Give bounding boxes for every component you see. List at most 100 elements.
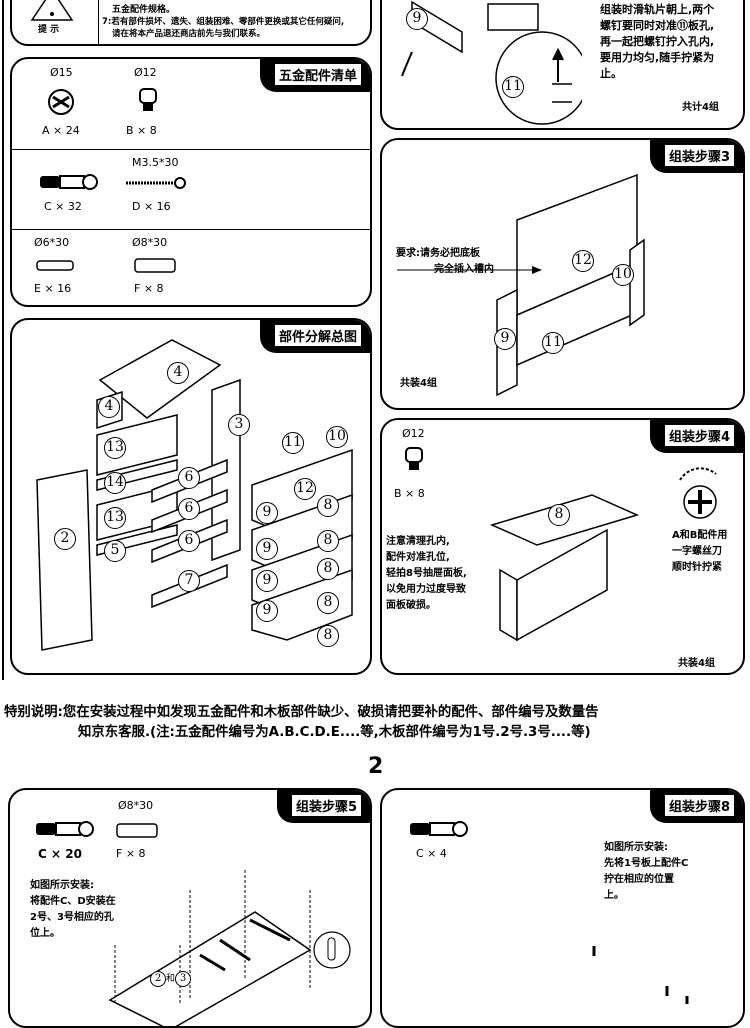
step4-title-tab: 组装步骤4 [649, 420, 743, 453]
step4-tip-1: A和B配件用 [672, 530, 728, 541]
step8-note-3: 拧在相应的位置 [604, 874, 674, 885]
step8-box: 组装步骤8 C × 4 如图所示安装: 先将1号板上配件C 拧在相应的位置 上。 [380, 788, 745, 1028]
step5-note-4: 位上。 [30, 928, 60, 939]
spec-e: Ø6*30 [34, 236, 70, 249]
dowel-e-icon [36, 260, 74, 271]
part-13b: 13 [104, 507, 126, 529]
part-7: 7 [178, 570, 200, 592]
hardware-title: 五金配件清单 [273, 63, 362, 86]
dowel-f-icon [116, 823, 158, 838]
part-11: 11 [502, 76, 524, 98]
dowel-f-icon [134, 258, 176, 273]
spec-f: Ø8*30 [132, 236, 168, 249]
exploded-title: 部件分解总图 [273, 324, 362, 347]
screwdriver-rotate-icon [679, 467, 717, 519]
part-4b: 4 [98, 396, 120, 418]
step3-total: 共装4组 [400, 378, 437, 389]
hardware-list-box: 五金配件清单 Ø15 A × 24 Ø12 B × 8 M3.5*30 C × … [10, 57, 372, 307]
part-8c: 8 [317, 558, 339, 580]
cam-dowel-icon [405, 447, 423, 470]
divider [12, 229, 370, 230]
step4-note-1: 注意清理孔内, [386, 536, 450, 547]
step5-box: 组装步骤5 Ø8*30 C × 20 F × 8 如图所示安装: 将配件C、D安… [8, 788, 372, 1028]
step8-qty: C × 4 [416, 847, 447, 860]
part-10: 10 [612, 264, 634, 286]
step5-qty-f: F × 8 [116, 847, 146, 860]
step5-note-3: 2号、3号相应的孔 [30, 912, 114, 923]
part-10: 10 [326, 426, 348, 448]
spec-d: M3.5*30 [132, 156, 179, 169]
step4-title: 组装步骤4 [663, 424, 735, 447]
step3-requirement-2: 完全插入槽内 [434, 264, 494, 275]
step8-title-tab: 组装步骤8 [649, 790, 743, 823]
screw-icon [126, 177, 186, 189]
notice-line2: 7:若有部件损坏、遗失、组装困难、零部件更换或其它任何疑问, [102, 17, 345, 27]
notice-line1: 五金配件规格。 [112, 5, 176, 15]
connector-bolt-icon [410, 821, 468, 837]
part-2: 2 [54, 528, 76, 550]
step4-tip-3: 顺时针拧紧 [672, 562, 722, 573]
step8-note-1: 如图所示安装: [604, 842, 668, 853]
part-8e: 8 [317, 625, 339, 647]
spec-b: Ø12 [134, 66, 157, 79]
step3-title-tab: 组装步骤3 [649, 140, 743, 173]
step3-box: 组装步骤3 要求:请务必把底板 完全插入槽内 12 10 9 11 共装4组 [380, 138, 745, 410]
step4-note-5: 面板破损。 [386, 600, 436, 611]
cam-dowel-icon [139, 88, 157, 111]
part-8: 8 [548, 504, 570, 526]
special-note-line1: 特别说明:您在安装过程中如发现五金配件和木板部件缺少、破损请把要补的配件、部件编… [4, 705, 599, 720]
qty-a: A × 24 [42, 124, 80, 137]
part-9: 9 [256, 502, 278, 524]
notice-label: 提 示 [38, 25, 60, 35]
step4-spec: Ø12 [402, 427, 425, 440]
step8-title: 组装步骤8 [663, 794, 735, 817]
step8-note-4: 上。 [604, 890, 624, 901]
step4-box: 组装步骤4 Ø12 B × 8 8 A和B配件用 一字螺丝刀 顺时针拧紧 注意清… [380, 418, 745, 675]
step4-total: 共装4组 [678, 658, 715, 669]
notice-box: 提 示 五金配件规格。 7:若有部件损坏、遗失、组装困难、零部件更换或其它任何疑… [10, 0, 372, 46]
divider [98, 0, 99, 44]
page-number: 2 [368, 754, 384, 779]
part-6: 6 [178, 467, 200, 489]
notice-line3: 请在将本产品退还商店前先与我们联系。 [112, 29, 266, 39]
part-14: 14 [104, 472, 126, 494]
step5-note-2: 将配件C、D安装在 [30, 896, 116, 907]
spec-a: Ø15 [50, 66, 73, 79]
part-6c: 6 [178, 530, 200, 552]
step3-requirement-1: 要求:请务必把底板 [396, 248, 480, 259]
part-13: 13 [104, 437, 126, 459]
exploded-title-tab: 部件分解总图 [259, 320, 370, 353]
qty-b: B × 8 [126, 124, 157, 137]
part-9b: 9 [256, 538, 278, 560]
part-11: 11 [282, 432, 304, 454]
part-9: 9 [406, 8, 428, 30]
part-9c: 9 [256, 570, 278, 592]
part-11: 11 [542, 332, 564, 354]
step5-title: 组装步骤5 [290, 794, 362, 817]
step-top-line1: 组装时滑轨片朝上,两个 [600, 3, 715, 16]
part-12: 12 [572, 250, 594, 272]
part-8b: 8 [317, 530, 339, 552]
page-border [0, 0, 4, 680]
step5-diagram [108, 870, 351, 1026]
step4-note-2: 配件对准孔位, [386, 552, 450, 563]
step8-note-2: 先将1号板上配件C [604, 858, 689, 869]
part-3: 3 [228, 414, 250, 436]
step-slide-box: 9 11 组装时滑轨片朝上,两个 螺钉要同时对准⑪板孔, 再一起把螺钉拧入孔内,… [380, 0, 745, 130]
connector-bolt-icon [40, 174, 98, 190]
step4-note-3: 轻拍8号抽屉面板, [386, 568, 467, 579]
step4-qty: B × 8 [394, 487, 425, 500]
step5-qty-c: C × 20 [38, 847, 82, 861]
part-5: 5 [104, 540, 126, 562]
qty-c: C × 32 [44, 200, 82, 213]
warning-icon [30, 0, 74, 21]
hardware-title-tab: 五金配件清单 [259, 59, 370, 92]
cam-lock-icon [48, 89, 74, 115]
connector-bolt-icon [36, 821, 94, 837]
qty-f: F × 8 [134, 282, 164, 295]
part-12: 12 [294, 478, 316, 500]
exploded-view-box: 部件分解总图 4 4 3 13 11 10 14 6 12 8 13 6 9 8… [10, 318, 372, 675]
part-4: 4 [167, 362, 189, 384]
step-top-line2: 螺钉要同时对准⑪板孔, [600, 19, 715, 32]
